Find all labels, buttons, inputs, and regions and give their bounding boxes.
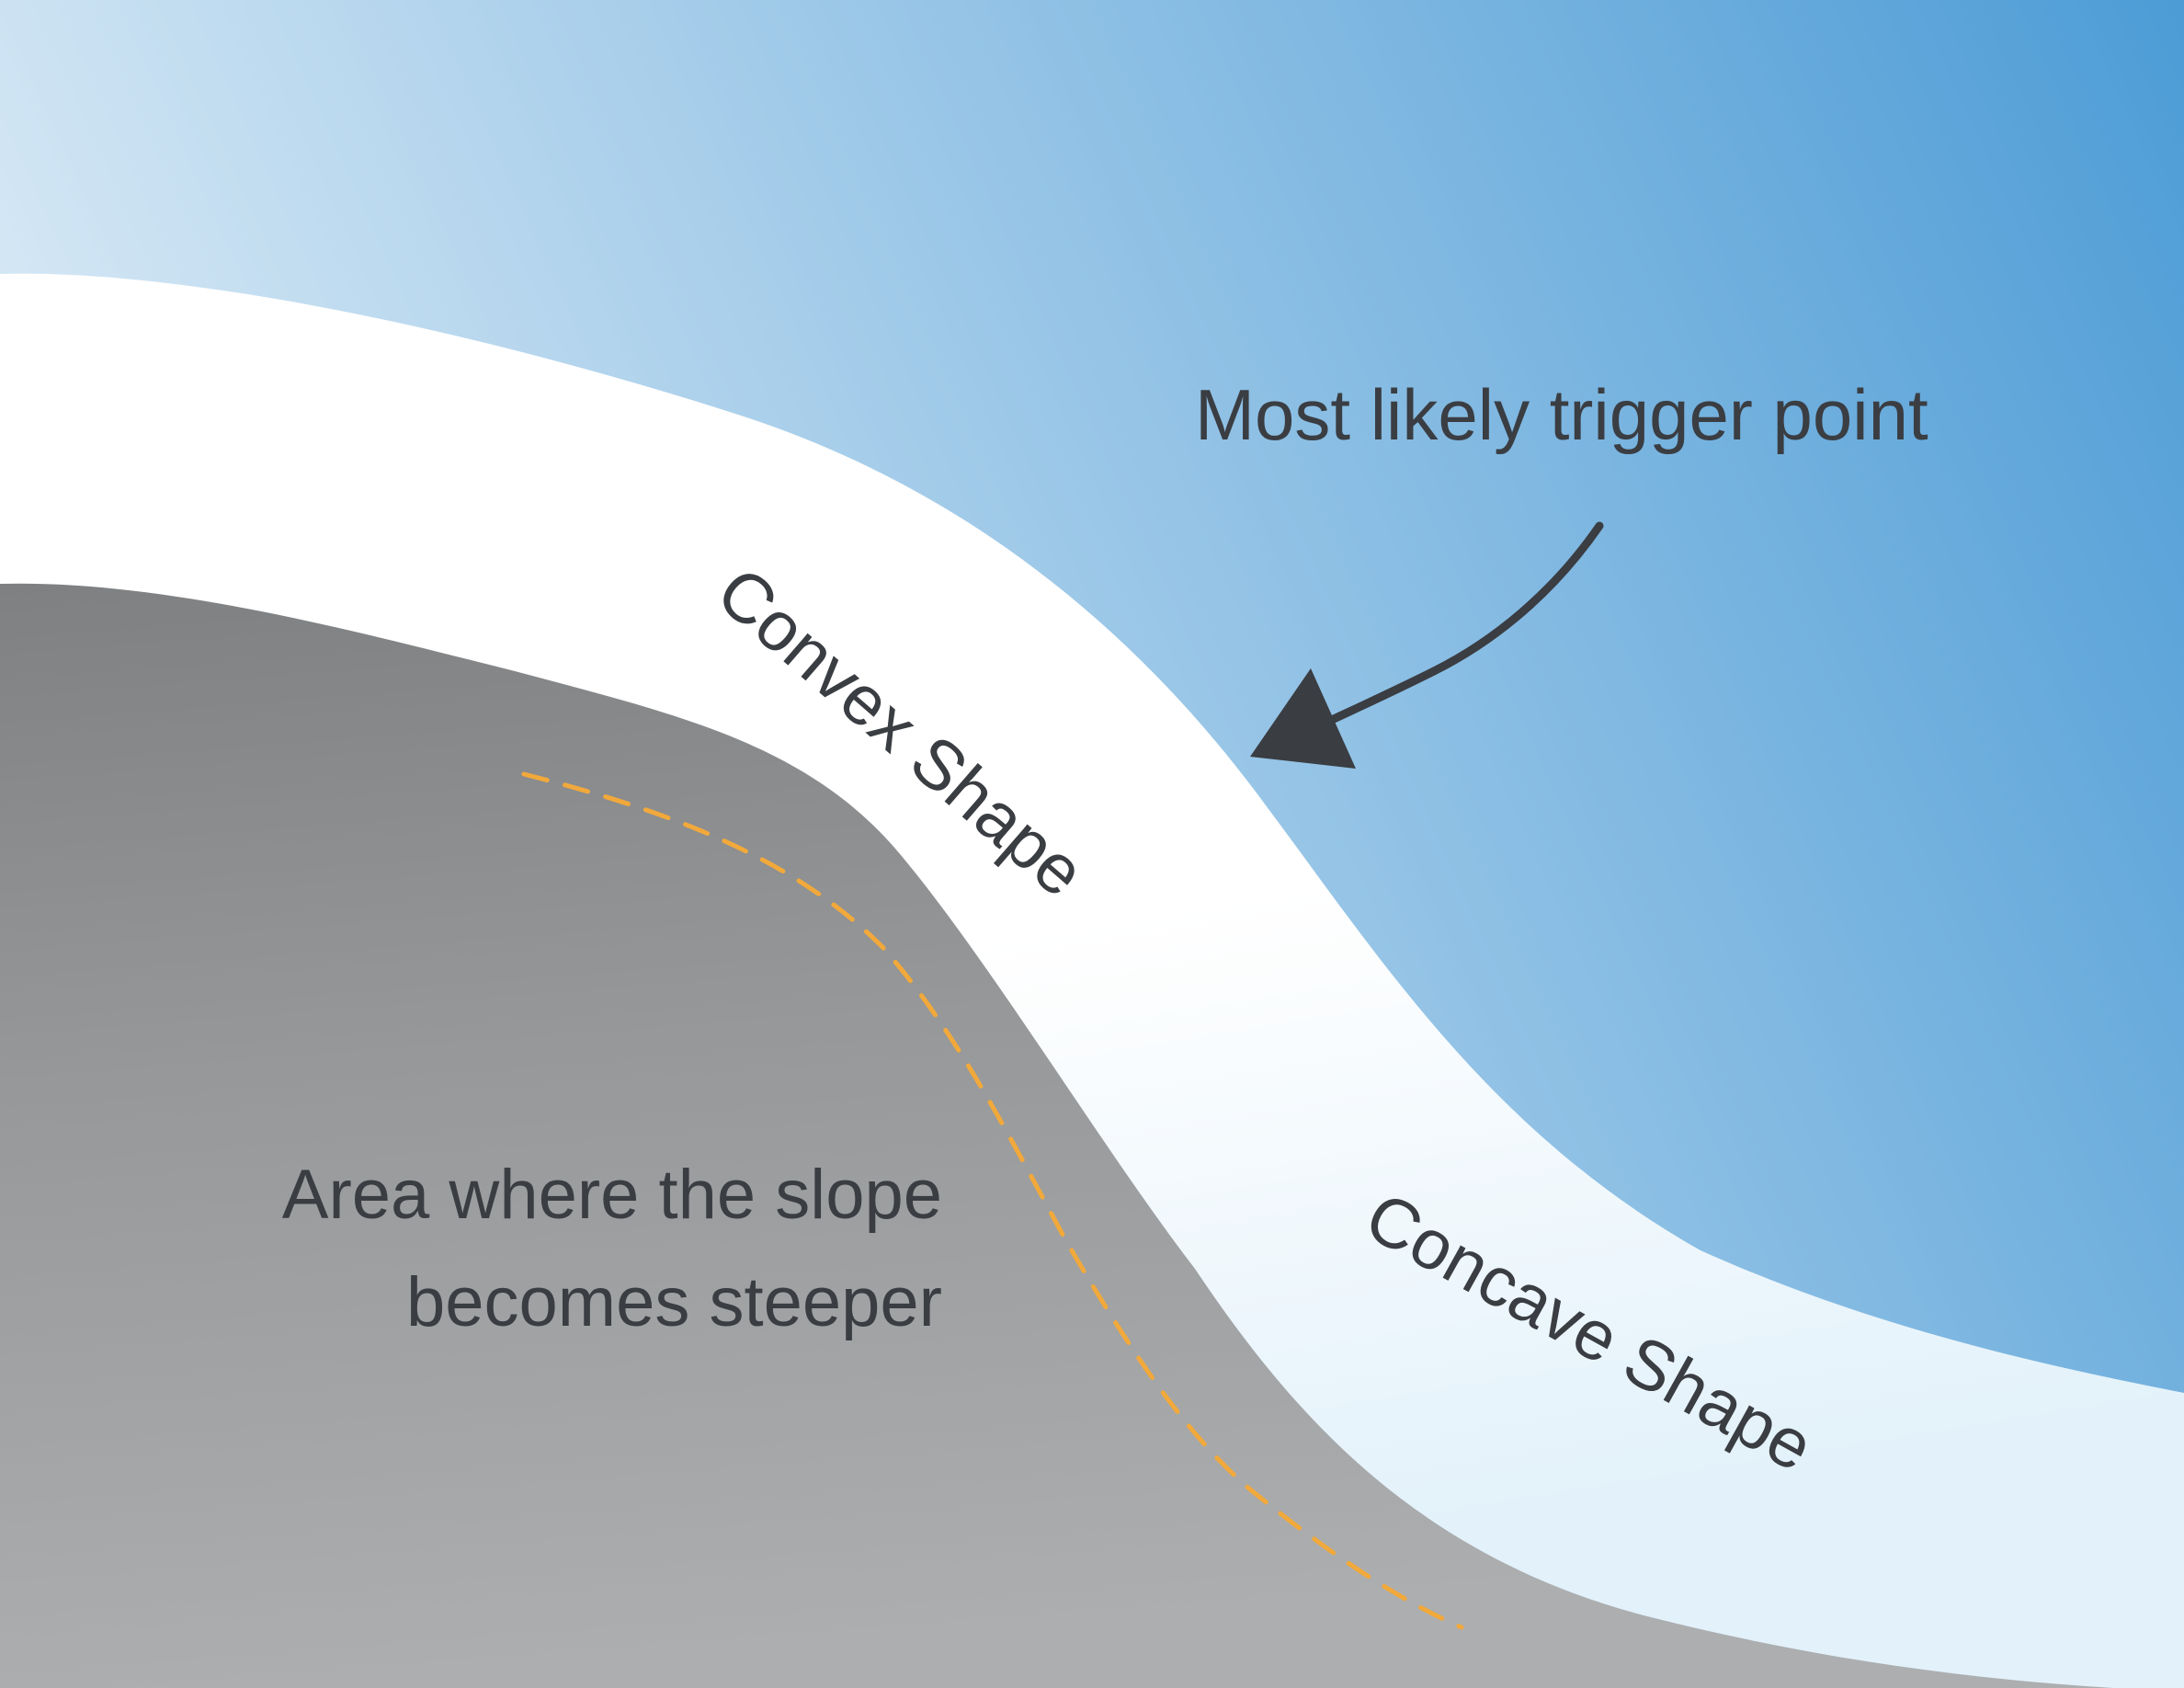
trigger-point-label: Most likely trigger point — [1195, 374, 1928, 455]
trigger-arrow-head — [1250, 668, 1356, 769]
trigger-arrow-line — [1310, 521, 1604, 733]
steep-area-label-line1: Area where the slope — [282, 1156, 942, 1234]
steepening-dashed-line — [521, 771, 1464, 1630]
steep-area-label-line2: becomes steeper — [406, 1263, 942, 1341]
ground-terrain — [0, 583, 2114, 1688]
